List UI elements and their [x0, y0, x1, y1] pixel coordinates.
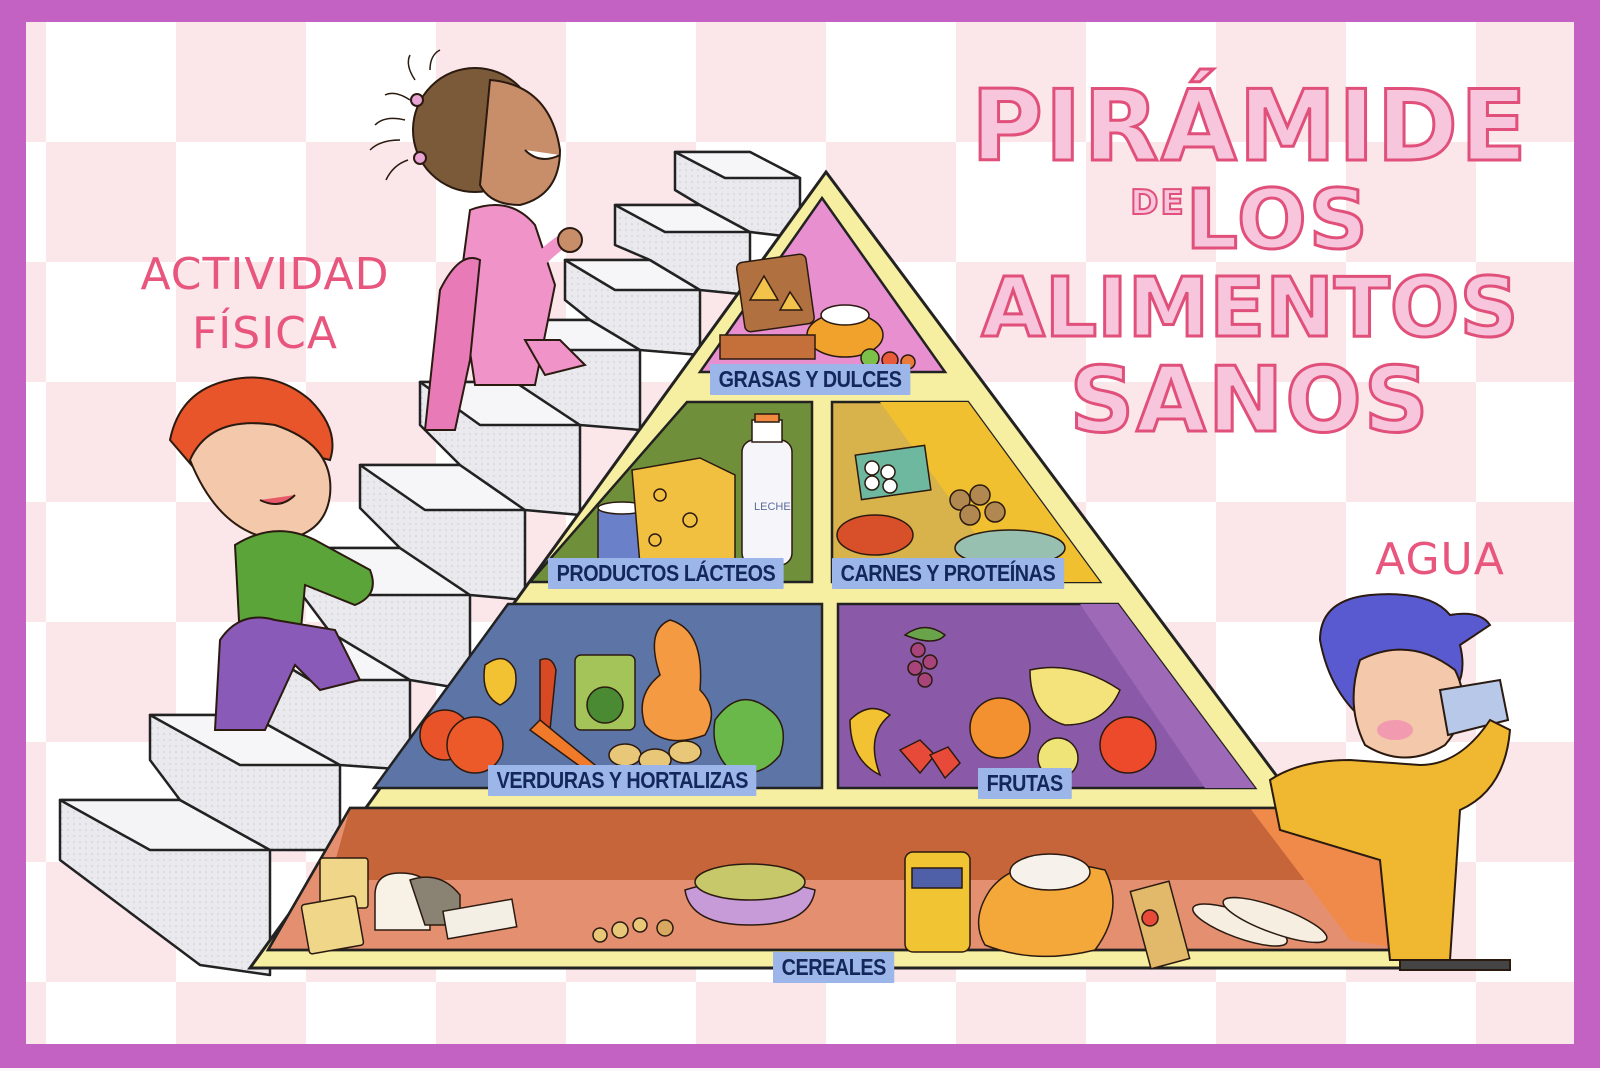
title-line-2: DELOS — [960, 178, 1540, 263]
title-los: LOS — [1184, 173, 1370, 268]
label-productos-lacteos: PRODUCTOS LÁCTEOS — [548, 558, 784, 589]
cereals-food — [300, 851, 1328, 970]
title-line-4: SANOS — [1068, 348, 1431, 453]
title-line-1: PIRÁMIDE — [970, 70, 1529, 184]
label-cereales: CEREALES — [773, 952, 895, 983]
water-label: AGUA — [1375, 534, 1505, 585]
label-frutas: FRUTAS — [978, 768, 1072, 799]
label-grasas-dulces: GRASAS Y DULCES — [710, 364, 911, 395]
physical-activity-label: ACTIVIDAD FÍSICA — [125, 245, 405, 364]
sweets-food — [719, 253, 916, 370]
fruits-food — [849, 626, 1157, 780]
redhair-boy-character — [168, 376, 374, 731]
vegetables-food — [419, 619, 785, 774]
poster-title: PIRÁMIDE DELOS ALIMENTOS SANOS — [960, 70, 1540, 453]
label-verduras-hortalizas: VERDURAS Y HORTALIZAS — [488, 765, 757, 796]
label-carnes-proteinas: CARNES Y PROTEÍNAS — [832, 558, 1064, 589]
activity-line-1: ACTIVIDAD — [140, 249, 390, 300]
dairy-food: LECHE — [597, 413, 793, 566]
girl-character — [369, 49, 587, 431]
activity-line-2: FÍSICA — [191, 308, 338, 360]
title-line-3: ALIMENTOS — [980, 261, 1520, 356]
drinking-boy-character — [1268, 593, 1512, 971]
protein-food — [836, 444, 1066, 567]
title-de: DE — [1129, 183, 1186, 223]
svg-text:LECHE: LECHE — [754, 501, 791, 513]
